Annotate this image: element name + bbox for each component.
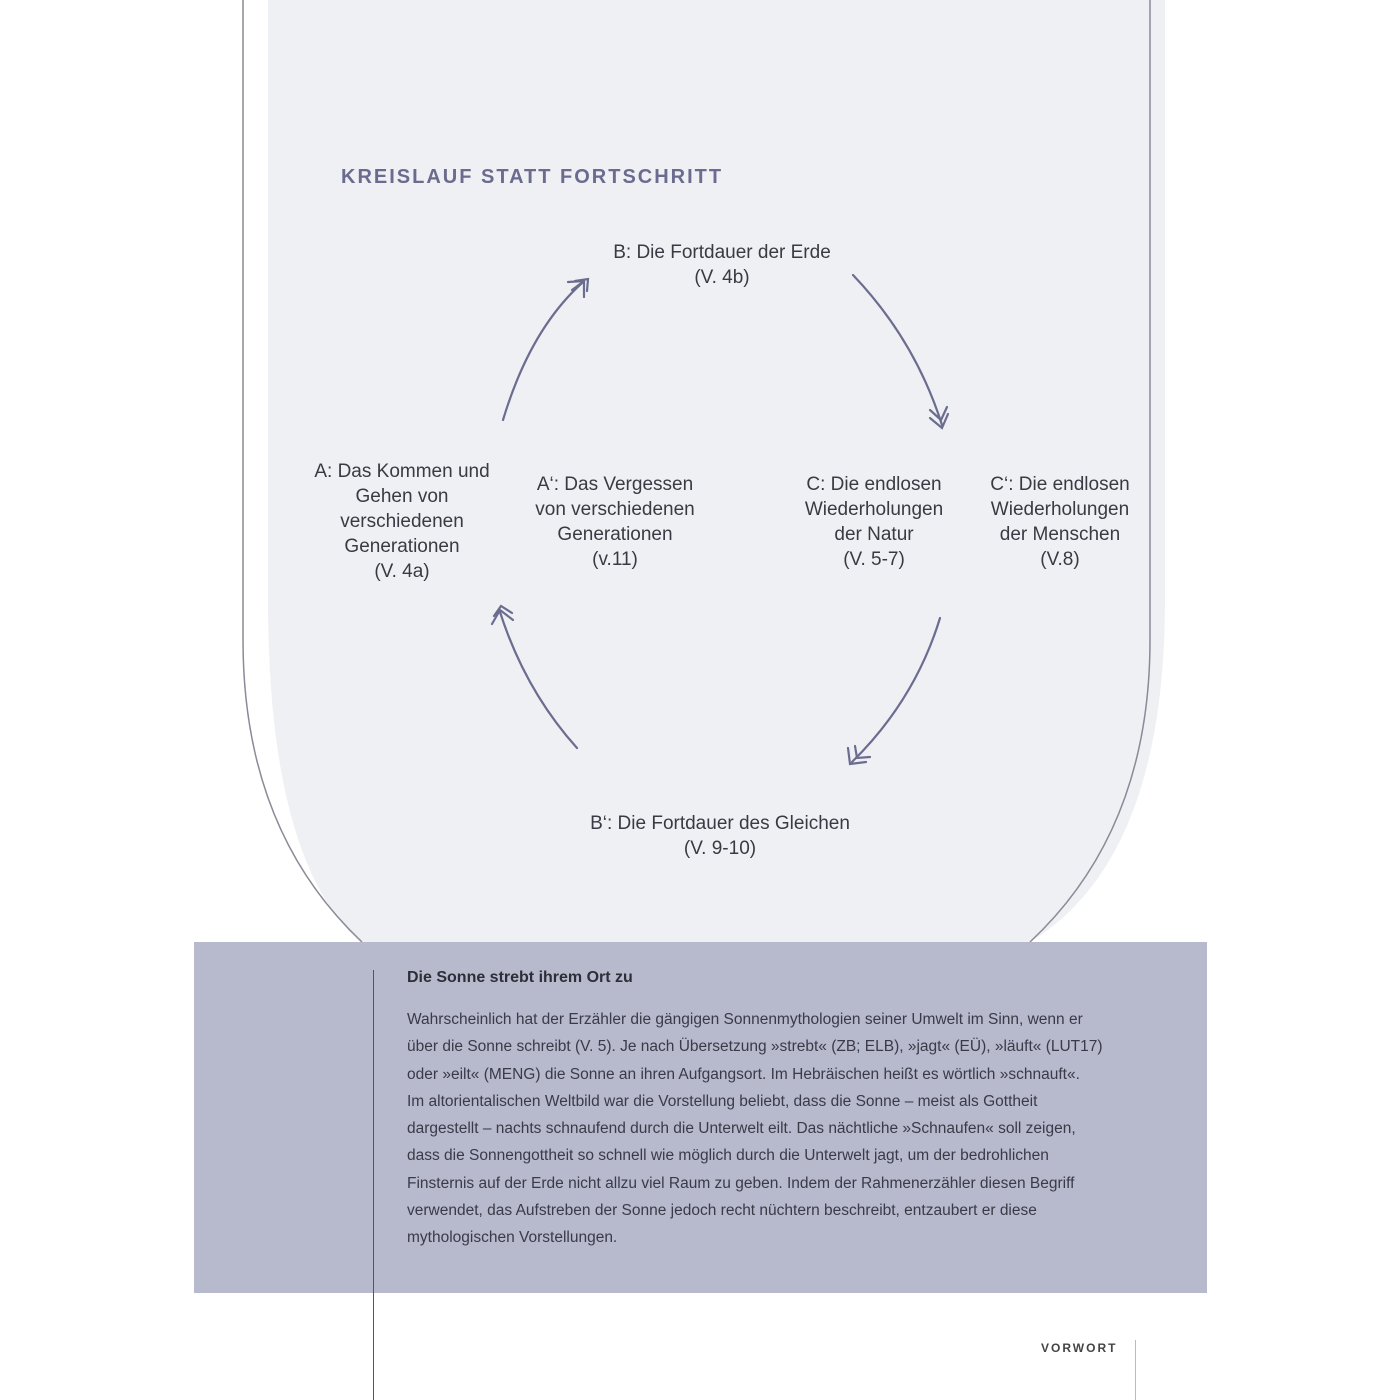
footer-rule: [1135, 1340, 1136, 1400]
text-line: Finsternis auf der Erde nicht allzu viel…: [407, 1174, 1075, 1192]
node-label: A: Das Kommen und: [314, 461, 490, 482]
node-label: der Natur: [834, 524, 914, 545]
text-line: dargestellt – nachts schnaufend durch di…: [407, 1120, 1076, 1138]
node-a-prime: A‘: Das Vergessen von verschiedenen Gene…: [535, 472, 695, 572]
arrow-b-to-c-icon: [851, 273, 950, 430]
node-label: B: Die Fortdauer der Erde: [613, 242, 831, 263]
node-label: A‘: Das Vergessen: [536, 474, 694, 495]
text-line: Wahrscheinlich hat der Erzähler die gäng…: [407, 1011, 1083, 1028]
panel-outline-left: [242, 0, 363, 943]
node-verse: (V. 4a): [374, 561, 430, 582]
node-label: B‘: Die Fortdauer des Gleichen: [590, 813, 850, 834]
node-a: A: Das Kommen und Gehen von verschiedene…: [314, 459, 489, 584]
panel-outline-right: [1029, 0, 1151, 943]
node-verse: (V.8): [1040, 549, 1080, 570]
node-verse: (V. 9-10): [683, 838, 757, 859]
node-b: B: Die Fortdauer der Erde (V. 4b): [613, 240, 831, 290]
node-label: Wiederholungen: [990, 499, 1130, 520]
node-label: Generationen: [344, 536, 460, 557]
node-verse: (V. 4b): [694, 267, 750, 288]
node-c-prime: C‘: Die endlosen Wiederholungen der Mens…: [990, 472, 1129, 572]
running-footer: VORWORT: [1041, 1341, 1118, 1355]
text-line: Im altorientalischen Weltbild war die Vo…: [407, 1092, 1038, 1110]
node-label: Generationen: [557, 524, 673, 545]
arrow-b2-to-a-icon: [490, 604, 579, 750]
arrow-c-to-b2-icon: [846, 616, 942, 766]
text-line: über die Sonne schreibt (V. 5). Je nach …: [407, 1038, 1103, 1056]
node-label: Gehen von: [355, 486, 449, 507]
margin-rule: [373, 970, 374, 1400]
node-label: verschiedenen: [340, 511, 464, 532]
arrow-a-to-b-icon: [501, 277, 590, 422]
diagram-title: KREISLAUF STATT FORTSCHRITT: [341, 166, 724, 188]
text-line: dass die Sonnengottheit so schnell wie m…: [407, 1147, 1049, 1165]
sidebar-box: [194, 942, 1207, 1293]
box-paragraph: Wahrscheinlich hat der Erzähler die gäng…: [407, 1006, 1147, 1252]
node-verse: (V. 5-7): [843, 549, 905, 570]
node-c: C: Die endlosen Wiederholungen der Natur…: [805, 472, 943, 572]
node-label: C‘: Die endlosen: [990, 474, 1130, 495]
text-line: oder »eilt« (MENG) die Sonne an ihren Au…: [407, 1065, 1080, 1083]
node-verse: (v.11): [592, 549, 638, 570]
node-label: der Menschen: [999, 524, 1121, 545]
node-b-prime: B‘: Die Fortdauer des Gleichen (V. 9-10): [590, 811, 850, 861]
panel-fill: [268, 0, 1165, 942]
text-line: verwendet, das Aufstreben der Sonne jedo…: [407, 1202, 1037, 1220]
text-line: mythologischen Vorstellungen.: [407, 1229, 618, 1247]
node-label: von verschiedenen: [535, 499, 695, 520]
box-heading: Die Sonne strebt ihrem Ort zu: [407, 969, 633, 986]
node-label: Wiederholungen: [804, 499, 944, 520]
node-label: C: Die endlosen: [806, 474, 942, 495]
